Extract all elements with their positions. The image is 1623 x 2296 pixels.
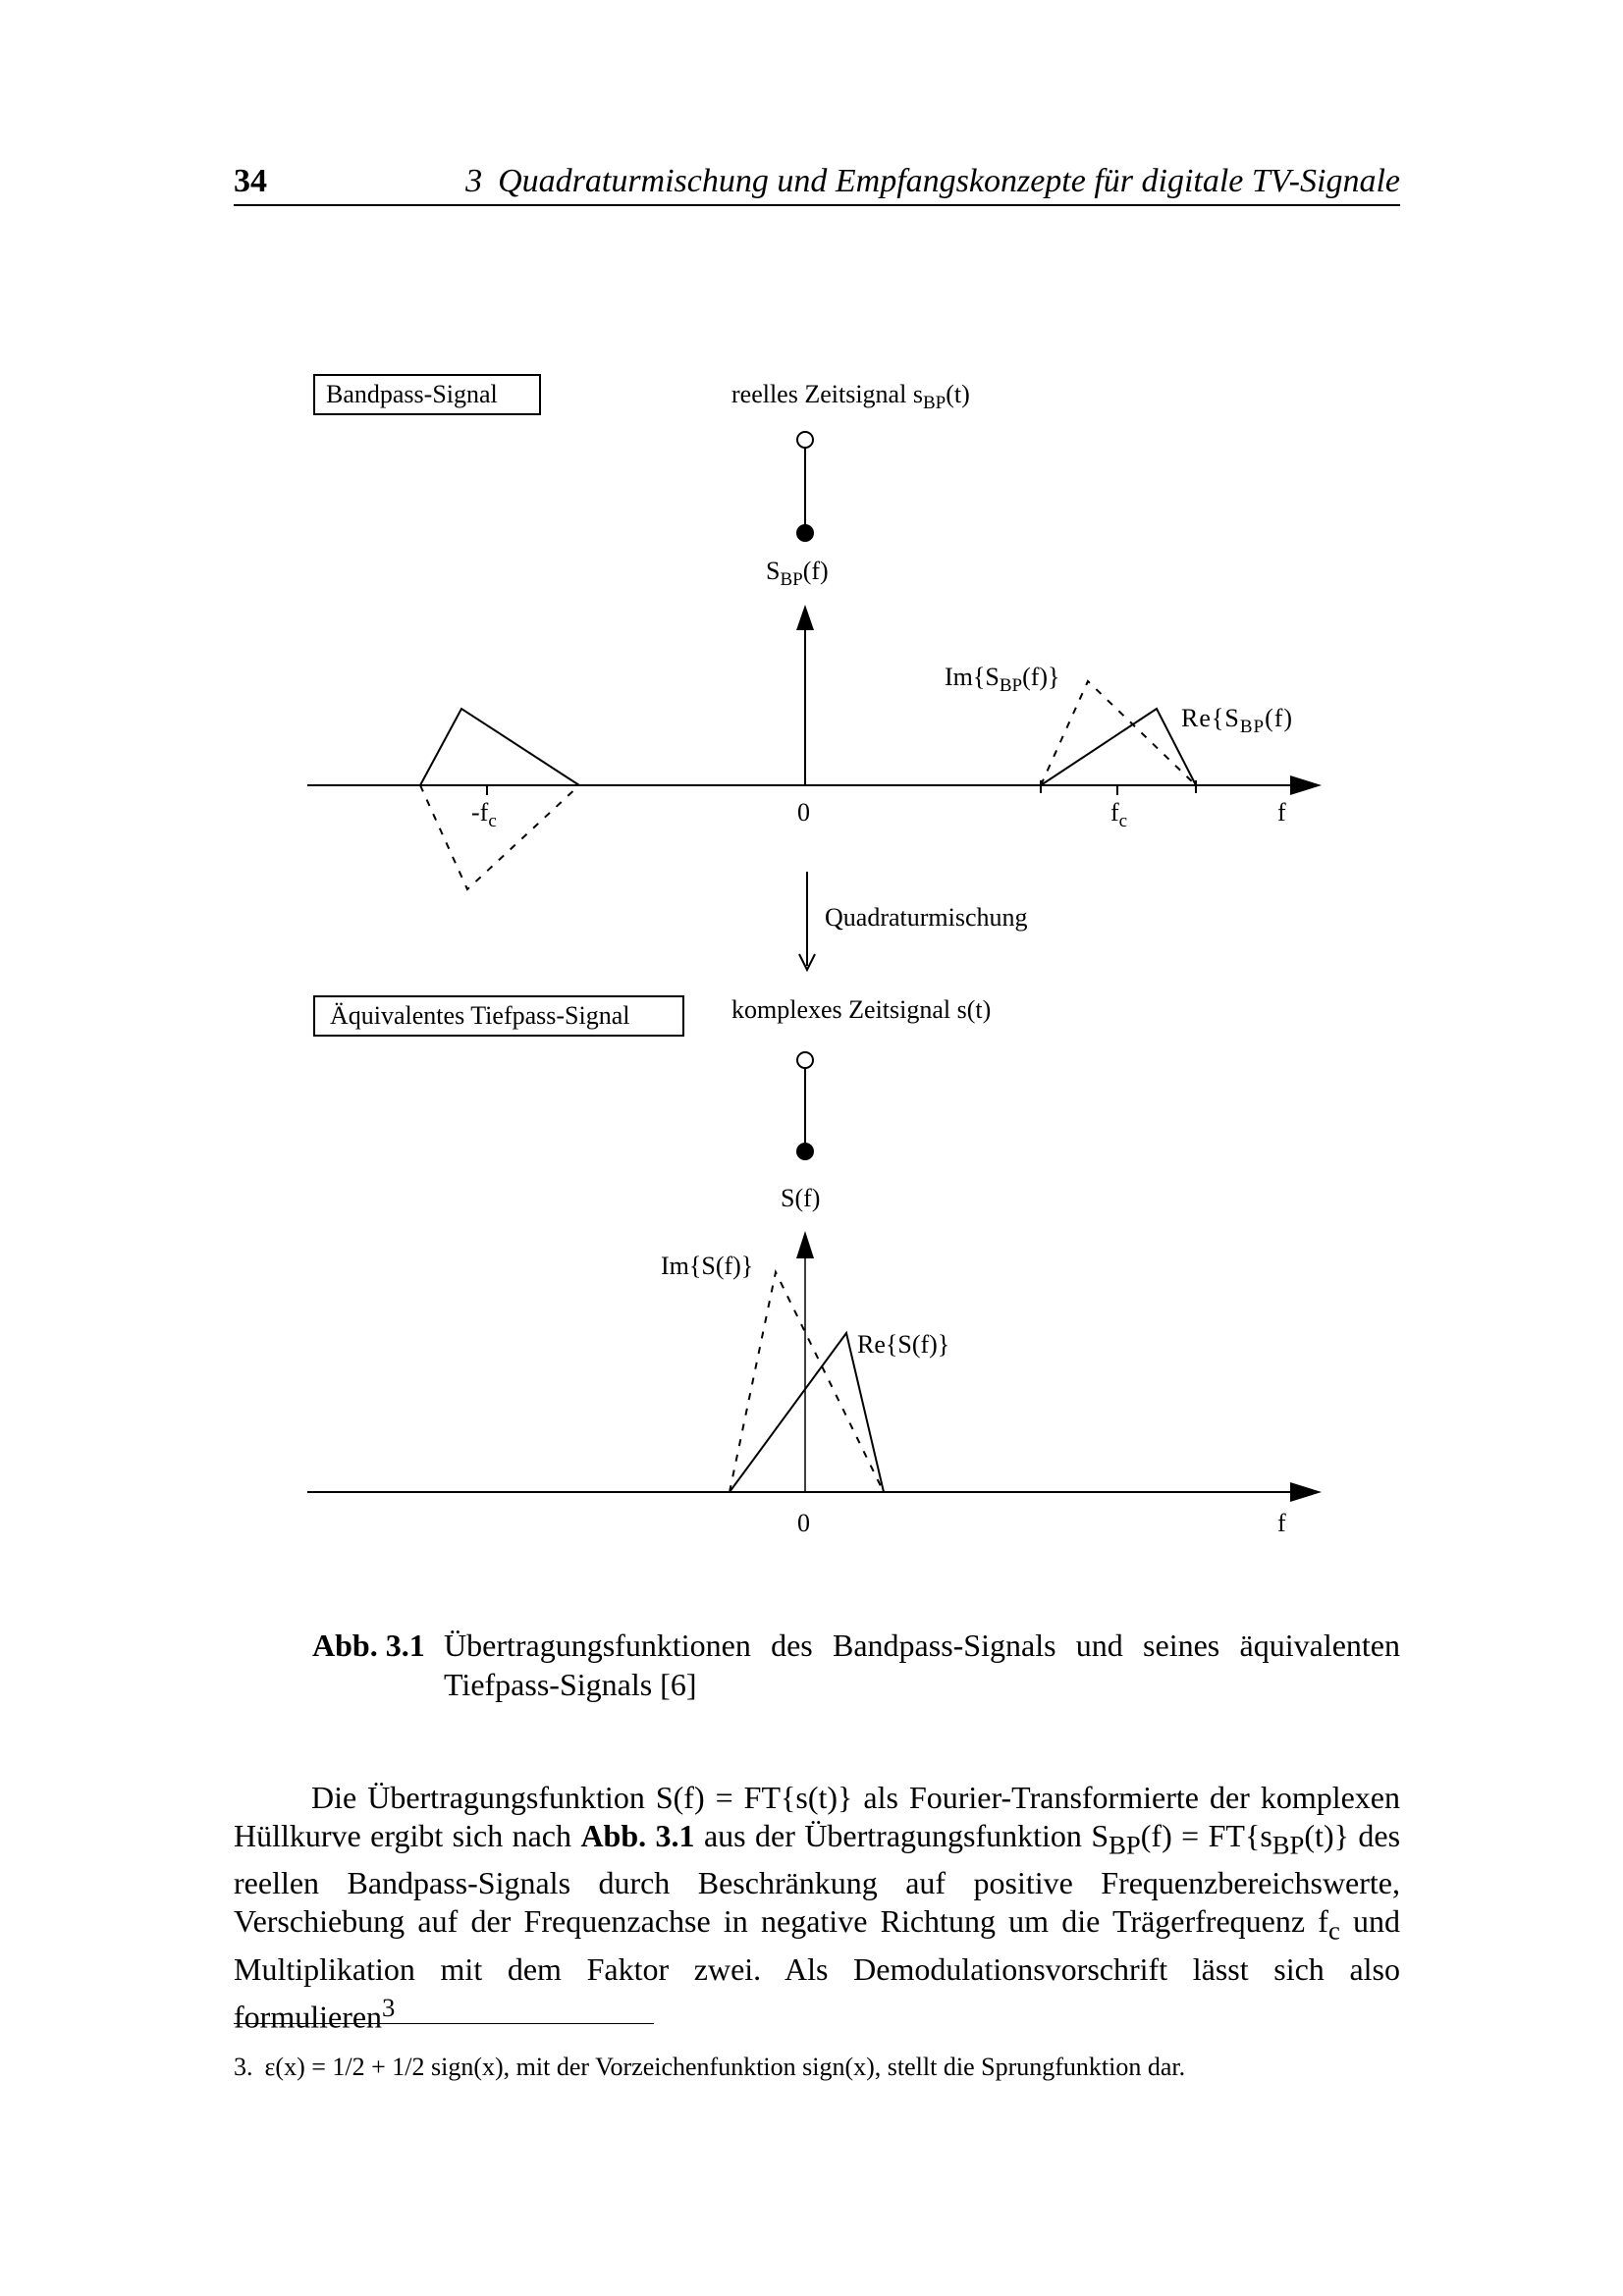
body-text-2: aus der Übertragungsfunktion S xyxy=(694,1818,1109,1853)
figure-caption: Abb. 3.1 Übertragungsfunktionen des Band… xyxy=(312,1626,1400,1704)
fc-label: fc xyxy=(1110,798,1127,831)
running-header: 34 3 Quadraturmischung und Empfangskonzep… xyxy=(234,159,1400,206)
chapter-title: Quadraturmischung und Empfangskonzepte f… xyxy=(498,163,1400,199)
re-s-label: Re{S(f)} xyxy=(857,1330,949,1359)
running-title: 3 Quadraturmischung und Empfangskonzepte … xyxy=(465,163,1400,200)
lowpass-box-label: Äquivalentes Tiefpass-Signal xyxy=(330,1001,630,1030)
signal-open-terminal xyxy=(796,431,814,449)
mixing-arrow-head xyxy=(798,953,816,973)
caption-label: Abb. 3.1 xyxy=(312,1628,425,1663)
subscript-bp: BP xyxy=(1271,1830,1305,1860)
complex-time-signal-label: komplexes Zeitsignal s(t) xyxy=(731,995,991,1024)
figure-3-1: Bandpass-Signal reelles Zeitsignal sBP(t… xyxy=(307,374,1322,1537)
bottom-zero-label: 0 xyxy=(797,1509,810,1537)
body-text-1: Die Übertragungsfunktion S(f) = FT{s(t)}… xyxy=(234,1780,1400,1853)
top-frequency-arrowhead xyxy=(1290,775,1322,795)
neg-fc-label: -fc xyxy=(471,798,497,831)
body-text-3: (f) = FT{s xyxy=(1140,1818,1272,1853)
figure-reference[interactable]: Abb. 3.1 xyxy=(580,1818,695,1853)
lowpass-open-terminal xyxy=(796,1051,814,1069)
im-sbp-label: Im{SBP(f)} xyxy=(945,663,1060,696)
im-s-label: Im{S(f)} xyxy=(661,1252,753,1280)
re-sbp-label: Re{SBP(f) xyxy=(1181,704,1293,737)
chapter-number: 3 xyxy=(465,163,483,199)
real-time-signal-label: reelles Zeitsignal sBP(t) xyxy=(731,380,970,413)
bandpass-box xyxy=(313,374,541,415)
caption-text: Übertragungsfunktionen des Bandpass-Sign… xyxy=(444,1628,1400,1702)
pos-re-spectrum xyxy=(1040,707,1197,786)
lowpass-im-spectrum xyxy=(729,1268,885,1493)
top-vertical-arrowhead xyxy=(796,605,814,630)
bottom-f-label: f xyxy=(1277,1509,1286,1537)
body-text-5: und Multiplikation mit dem Faktor zwei. … xyxy=(234,1903,1400,2035)
subscript-c: c xyxy=(1327,1915,1340,1946)
bottom-vertical-arrowhead xyxy=(796,1231,814,1258)
neg-re-spectrum xyxy=(419,707,580,786)
lowpass-re-spectrum xyxy=(729,1330,885,1493)
subscript-bp: BP xyxy=(1109,1830,1141,1860)
footnote-rule xyxy=(234,2023,654,2024)
footnote-marker[interactable]: 3 xyxy=(382,1992,396,2022)
signal-filled-terminal xyxy=(796,524,814,542)
footnote-number: 3. xyxy=(234,2053,253,2081)
s-spectrum-label: S(f) xyxy=(781,1184,820,1212)
top-zero-label: 0 xyxy=(797,798,810,827)
lowpass-box xyxy=(313,995,684,1037)
page-number: 34 xyxy=(234,163,267,199)
footnote: 3. ε(x) = 1/2 + 1/2 sign(x), mit der Vorz… xyxy=(234,2052,1400,2083)
body-text-4: (t)} des reellen Bandpass-Signals durch … xyxy=(234,1818,1401,1940)
neg-im-spectrum xyxy=(419,784,580,891)
top-f-label: f xyxy=(1277,798,1286,827)
bottom-frequency-arrowhead xyxy=(1290,1482,1322,1502)
bandpass-box-label: Bandpass-Signal xyxy=(326,380,498,408)
lowpass-filled-terminal xyxy=(796,1143,814,1160)
body-paragraph: Die Übertragungsfunktion S(f) = FT{s(t)}… xyxy=(234,1779,1400,2036)
mixing-label: Quadraturmischung xyxy=(825,903,1028,932)
pos-im-spectrum xyxy=(1040,679,1197,786)
sbp-spectrum-label: SBP(f) xyxy=(766,557,829,590)
footnote-text: ε(x) = 1/2 + 1/2 sign(x), mit der Vorzei… xyxy=(264,2053,1186,2081)
